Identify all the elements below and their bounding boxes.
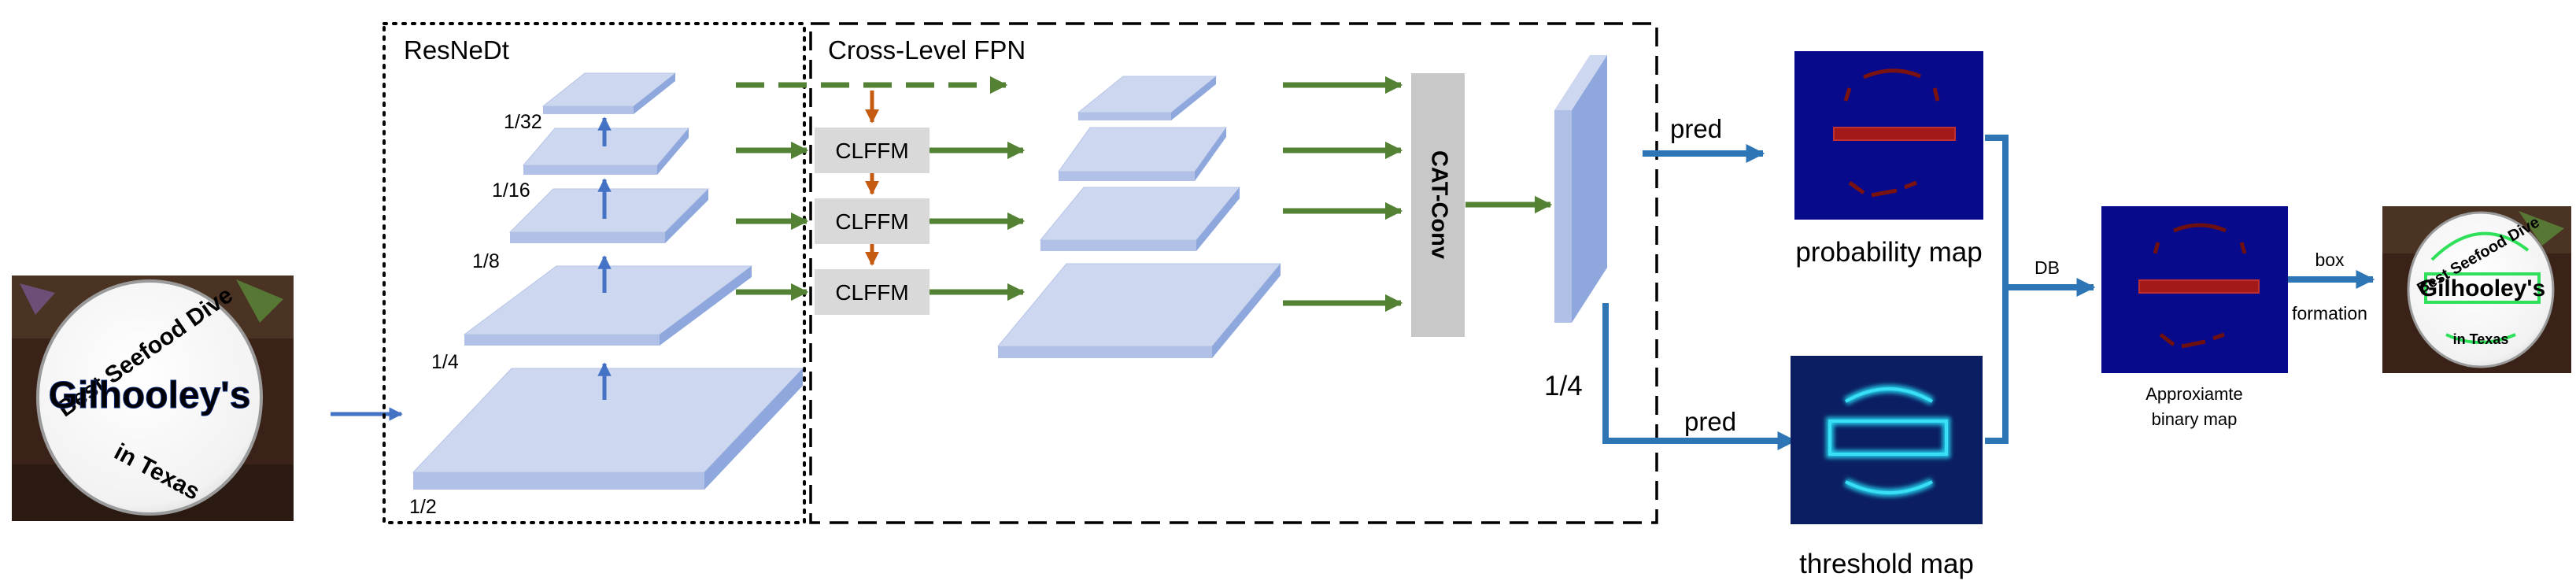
- cat-conv-block: CAT-Conv: [1411, 73, 1465, 337]
- formation-label: formation: [2292, 303, 2367, 324]
- sign-plate: [36, 279, 263, 516]
- backbone-box: [383, 22, 806, 524]
- threshold-map-image: [1791, 356, 1983, 524]
- cat-conv-label: CAT-Conv: [1426, 150, 1451, 259]
- input-image: Best Seefood Dive Gilhooley's in Texas: [12, 276, 294, 521]
- svg-text:CLFFM: CLFFM: [835, 139, 908, 163]
- scale-label-1-8: 1/8: [472, 250, 500, 272]
- svg-text:CLFFM: CLFFM: [835, 280, 908, 305]
- output-sign-text-middle: Gilhooley's: [2419, 276, 2546, 301]
- fpn-layer-3: [1039, 187, 1241, 251]
- backbone-title: ResNeDt: [404, 35, 509, 65]
- scale-label-1-16: 1/16: [492, 179, 530, 202]
- svg-text:CLFFM: CLFFM: [835, 209, 908, 234]
- backbone-to-clffm-arrows: [736, 76, 1008, 301]
- fpn-title: Cross-Level FPN: [828, 35, 1026, 65]
- backbone-layer-1-8: [508, 188, 710, 243]
- box-label: box: [2315, 250, 2345, 270]
- pred-label-bottom: pred: [1684, 407, 1736, 436]
- fpn-layer-2: [1058, 127, 1227, 181]
- pred-label-top: pred: [1670, 114, 1722, 143]
- fpn-layer-1: [1077, 76, 1218, 120]
- sign-text-middle: Gilhooley's: [49, 375, 251, 416]
- output-image: Best Seefood Dive Gilhooley's in Texas: [2382, 206, 2571, 373]
- probability-map-image: [1794, 51, 1983, 220]
- scale-label-1-2: 1/2: [409, 496, 437, 518]
- approx-binary-map-label-1: Approxiamte: [2145, 384, 2243, 404]
- fpn-to-catconv-arrows: [1283, 76, 1403, 312]
- backbone-layer-1-2: [412, 368, 804, 490]
- feature-scale-label: 1/4: [1544, 371, 1583, 401]
- scale-label-1-32: 1/32: [504, 111, 542, 133]
- approx-binary-map-label-2: binary map: [2152, 409, 2238, 429]
- backbone-layer-1-4: [463, 265, 753, 346]
- db-label: DB: [2035, 257, 2060, 278]
- fpn-box: [809, 22, 1658, 524]
- db-merge-lines: [1985, 135, 2096, 444]
- clffm-module-2: CLFFM: [815, 198, 930, 244]
- threshold-map-label: threshold map: [1799, 549, 1974, 579]
- probability-map-label: probability map: [1795, 237, 1982, 268]
- backbone-layer-1-16: [522, 128, 690, 175]
- backbone-layer-1-32: [541, 72, 677, 114]
- scale-label-1-4: 1/4: [431, 351, 459, 373]
- approx-binary-map-image: [2101, 206, 2288, 373]
- output-sign-text-bottom: in Texas: [2453, 331, 2509, 347]
- pred-arrow-bottom: [1602, 303, 1797, 450]
- clffm-to-fpn-arrows: [930, 141, 1026, 301]
- fpn-layer-4: [996, 263, 1282, 358]
- clffm-module-1: CLFFM: [815, 128, 930, 173]
- fused-feature-map: [1554, 55, 1607, 323]
- clffm-module-3: CLFFM: [815, 269, 930, 315]
